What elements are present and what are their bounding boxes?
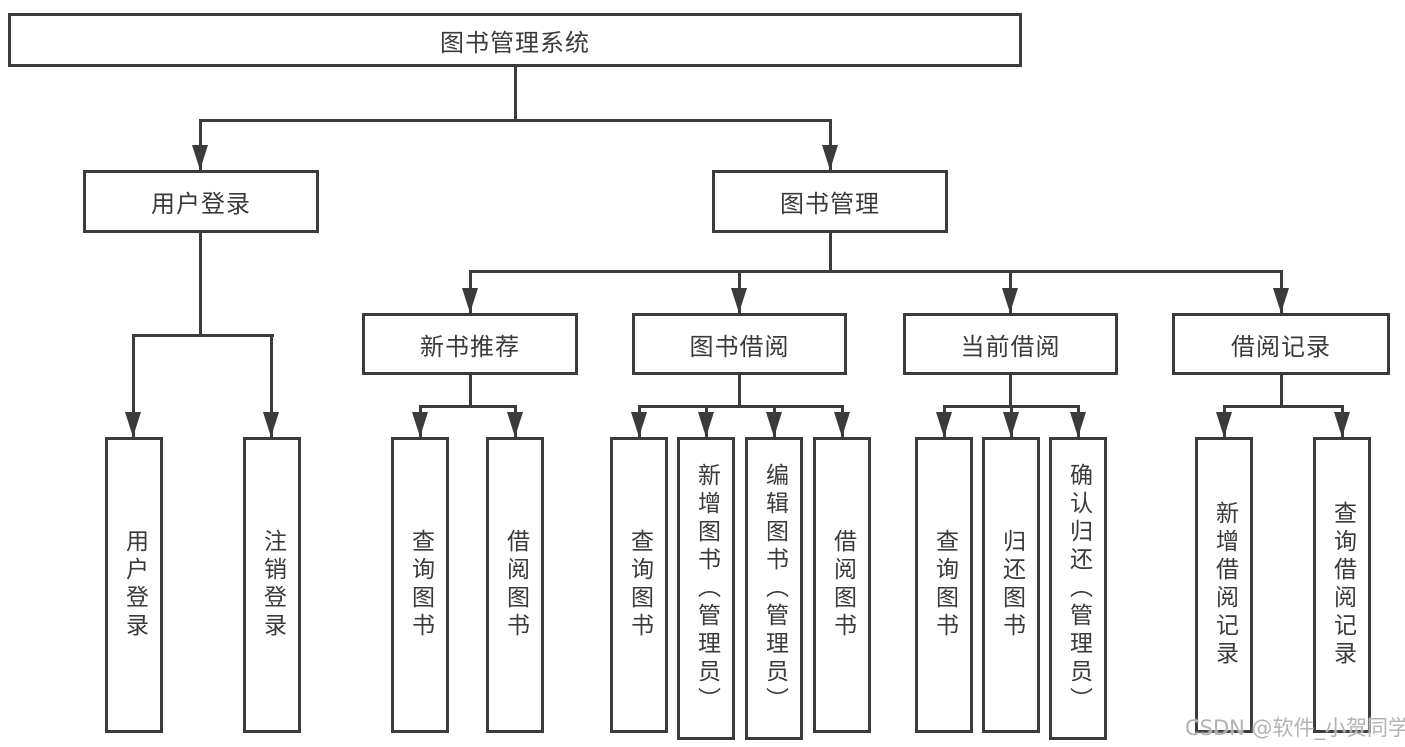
- node-label: 当前借阅: [960, 332, 1061, 361]
- node-label: 图书借阅: [689, 332, 790, 361]
- node-new-book-recommendation: 新书推荐: [362, 313, 578, 375]
- arrowhead-down-icon: [1334, 412, 1350, 437]
- arrowhead-down-icon: [507, 412, 523, 437]
- connector-drop-leaf: [132, 334, 135, 437]
- arrowhead-down-icon: [263, 412, 279, 437]
- leaf-query-books-current: 查询图书: [915, 437, 973, 733]
- node-label: 图书管理: [780, 190, 880, 218]
- connector-section-stem: [738, 375, 741, 407]
- leaf-query-books-borrowing: 查询图书: [610, 437, 668, 733]
- node-book-management: 图书管理: [712, 170, 948, 233]
- arrowhead-down-icon: [1003, 412, 1019, 437]
- connector-leaf-bus: [419, 405, 517, 408]
- leaf-label: 归还图书: [998, 529, 1025, 641]
- leaf-confirm-return-admin: 确认归还（管理员）: [1049, 437, 1107, 740]
- connector-section-stem: [1009, 375, 1012, 407]
- leaf-label: 用户登录: [121, 529, 148, 641]
- connector-section-stem: [1280, 375, 1283, 407]
- arrowhead-down-icon: [834, 412, 850, 437]
- node-label: 借阅记录: [1231, 332, 1331, 361]
- arrowhead-down-icon: [412, 412, 428, 437]
- leaf-label: 借阅图书: [502, 529, 529, 641]
- csdn-watermark: CSDN @软件_小贺同学: [1185, 716, 1405, 740]
- leaf-label: 新增借阅记录: [1211, 501, 1238, 669]
- arrowhead-down-icon: [462, 288, 478, 313]
- arrowhead-down-icon: [766, 412, 782, 437]
- arrowhead-down-icon: [631, 412, 647, 437]
- node-label: 新书推荐: [420, 332, 520, 361]
- node-current-borrowing: 当前借阅: [903, 313, 1118, 375]
- arrowhead-down-icon: [1216, 412, 1232, 437]
- node-label: 用户登录: [151, 190, 251, 218]
- leaf-label: 查询图书: [407, 529, 434, 641]
- leaf-borrow-books: 借阅图书: [813, 437, 871, 733]
- leaf-label: 新增图书（管理员）: [693, 462, 720, 715]
- arrowhead-down-icon: [698, 412, 714, 437]
- arrowhead-down-icon: [936, 412, 952, 437]
- connector-section-stem: [469, 375, 472, 407]
- leaf-add-borrow-record: 新增借阅记录: [1195, 437, 1253, 733]
- arrowhead-down-icon: [822, 145, 838, 170]
- leaf-label: 注销登录: [259, 529, 286, 641]
- connector-leaf-bus: [1223, 405, 1344, 408]
- leaf-query-borrow-record: 查询借阅记录: [1313, 437, 1371, 733]
- leaf-user-login: 用户登录: [105, 437, 163, 733]
- node-library-management-system: 图书管理系统: [8, 13, 1022, 67]
- arrowhead-down-icon: [731, 288, 747, 313]
- arrowhead-down-icon: [1002, 288, 1018, 313]
- leaf-logout: 注销登录: [243, 437, 301, 733]
- leaf-label: 查询借阅记录: [1329, 501, 1356, 669]
- connector-user-login-stem: [199, 233, 202, 336]
- leaf-query-books-recommend: 查询图书: [391, 437, 449, 733]
- arrowhead-down-icon: [125, 412, 141, 437]
- node-user-login: 用户登录: [83, 170, 319, 233]
- leaf-label: 查询图书: [626, 529, 653, 641]
- connector-drop-leaf: [270, 334, 273, 437]
- connector-user-login-bus: [132, 334, 274, 337]
- arrowhead-down-icon: [1070, 412, 1086, 437]
- connector-root-trunk: [514, 67, 517, 120]
- node-book-borrowing: 图书借阅: [632, 313, 847, 375]
- node-borrowing-records: 借阅记录: [1172, 313, 1390, 375]
- connector-drop-user-login: [199, 119, 202, 170]
- connector-drop-book-management: [829, 119, 832, 170]
- leaf-add-book-admin: 新增图书（管理员）: [677, 437, 735, 740]
- node-label: 图书管理系统: [440, 28, 590, 57]
- arrowhead-down-icon: [1273, 288, 1289, 313]
- leaf-return-book: 归还图书: [982, 437, 1040, 733]
- leaf-label: 编辑图书（管理员）: [761, 462, 788, 715]
- connector-book-management-stem: [829, 233, 832, 272]
- leaf-edit-book-admin: 编辑图书（管理员）: [745, 437, 803, 740]
- arrowhead-down-icon: [192, 145, 208, 170]
- connector-level1-bus: [200, 119, 832, 122]
- leaf-borrow-books-recommend: 借阅图书: [486, 437, 544, 733]
- connector-level2-bus: [469, 270, 1283, 273]
- leaf-label: 查询图书: [931, 529, 958, 641]
- connector-leaf-bus: [638, 405, 844, 408]
- leaf-label: 借阅图书: [829, 529, 856, 641]
- leaf-label: 确认归还（管理员）: [1065, 462, 1092, 715]
